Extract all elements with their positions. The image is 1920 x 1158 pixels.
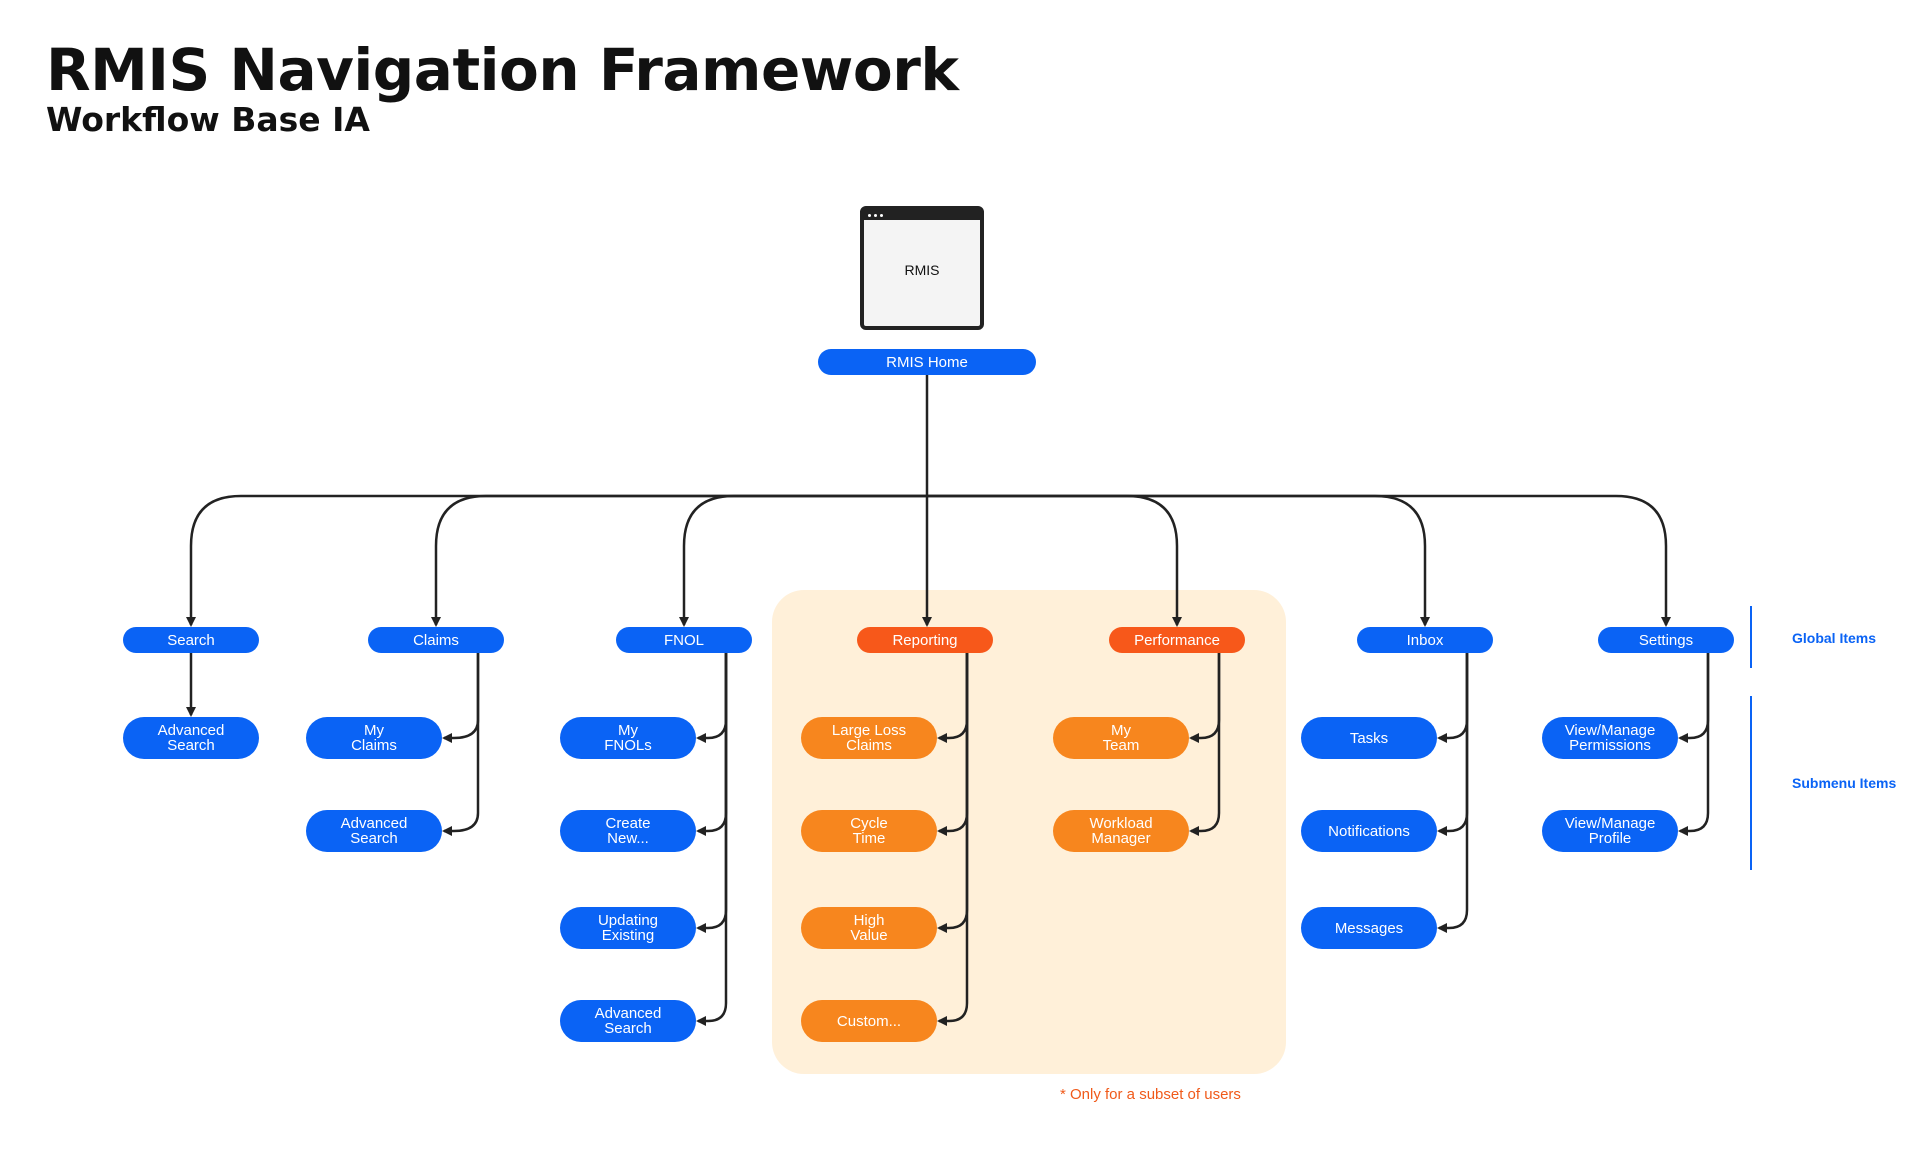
branch-connector-search: [186, 494, 927, 627]
global-item-claims[interactable]: Claims: [368, 627, 504, 653]
sub-connector-inbox-1: [1437, 653, 1469, 836]
submenu-item-fnol-updating-existing-label: Updating Existing: [597, 912, 659, 944]
submenu-item-reporting-large-loss-claims-label: Large Loss Claims: [831, 722, 907, 754]
submenu-item-search-advanced-search[interactable]: Advanced Search: [123, 717, 259, 759]
sub-connector-fnol-2: [696, 653, 728, 933]
submenu-item-reporting-custom-label: Custom...: [836, 1012, 902, 1030]
submenu-item-fnol-my-fnols-label: My FNOLs: [604, 722, 652, 754]
restricted-area-highlight: [772, 590, 1286, 1074]
global-item-performance-label: Performance: [1134, 631, 1220, 649]
submenu-item-reporting-custom[interactable]: Custom...: [801, 1000, 937, 1042]
sub-connector-claims-1: [442, 653, 480, 836]
submenu-item-settings-view-manage-permissions-label: View/Manage Permissions: [1564, 722, 1656, 754]
legend-global-label: Global Items: [1792, 630, 1877, 646]
submenu-item-claims-advanced-search[interactable]: Advanced Search: [306, 810, 442, 852]
sub-connector-fnol-3: [696, 653, 728, 1026]
submenu-item-settings-view-manage-profile-label: View/Manage Profile: [1564, 815, 1656, 847]
submenu-item-inbox-tasks[interactable]: Tasks: [1301, 717, 1437, 759]
submenu-item-reporting-high-value[interactable]: High Value: [801, 907, 937, 949]
sub-connector-fnol-1: [696, 653, 728, 836]
submenu-item-fnol-create-new[interactable]: Create New...: [560, 810, 696, 852]
submenu-item-reporting-cycle-time-label: Cycle Time: [850, 815, 888, 847]
submenu-item-inbox-notifications-label: Notifications: [1328, 822, 1410, 840]
submenu-item-fnol-advanced-search[interactable]: Advanced Search: [560, 1000, 696, 1042]
app-window-label: RMIS: [904, 262, 940, 278]
branch-connector-fnol: [679, 494, 927, 627]
global-item-search[interactable]: Search: [123, 627, 259, 653]
sub-connector-inbox-2: [1437, 653, 1469, 933]
diagram-title: RMIS Navigation Framework: [46, 36, 959, 104]
submenu-item-claims-advanced-search-label: Advanced Search: [340, 815, 408, 847]
diagram-subtitle: Workflow Base IA: [46, 100, 370, 139]
submenu-item-reporting-cycle-time[interactable]: Cycle Time: [801, 810, 937, 852]
submenu-item-search-advanced-search-label: Advanced Search: [157, 722, 225, 754]
branch-connector-settings: [927, 494, 1671, 627]
global-item-reporting-label: Reporting: [892, 631, 958, 649]
submenu-item-settings-view-manage-permissions[interactable]: View/Manage Permissions: [1542, 717, 1678, 759]
global-item-inbox-label: Inbox: [1406, 631, 1444, 649]
submenu-item-reporting-high-value-label: High Value: [850, 912, 888, 944]
submenu-item-performance-my-team-label: My Team: [1102, 722, 1140, 754]
restricted-note: * Only for a subset of users: [1060, 1086, 1241, 1103]
global-item-search-label: Search: [167, 631, 215, 649]
submenu-item-reporting-large-loss-claims[interactable]: Large Loss Claims: [801, 717, 937, 759]
sub-connector-inbox-0: [1437, 653, 1469, 743]
app-window-icon: RMIS: [860, 206, 984, 330]
sub-connector-performance-1: [1189, 653, 1221, 836]
sub-connector-reporting-3: [937, 653, 969, 1026]
submenu-item-claims-my-claims-label: My Claims: [351, 722, 397, 754]
global-item-settings-label: Settings: [1638, 631, 1694, 649]
legend-submenu-bracket: [1750, 696, 1752, 870]
submenu-item-inbox-messages[interactable]: Messages: [1301, 907, 1437, 949]
sub-connector-settings-1: [1678, 653, 1710, 836]
root-node-rmis-home[interactable]: RMIS Home: [818, 349, 1036, 375]
submenu-item-inbox-messages-label: Messages: [1334, 919, 1404, 937]
root-node-rmis-home-label: RMIS Home: [886, 353, 968, 371]
submenu-item-performance-workload-manager-label: Workload Manager: [1089, 815, 1153, 847]
global-item-reporting[interactable]: Reporting: [857, 627, 993, 653]
submenu-item-settings-view-manage-profile[interactable]: View/Manage Profile: [1542, 810, 1678, 852]
global-item-fnol-label: FNOL: [663, 631, 704, 649]
sub-connector-claims-0: [442, 653, 480, 743]
global-item-inbox[interactable]: Inbox: [1357, 627, 1493, 653]
global-item-settings[interactable]: Settings: [1598, 627, 1734, 653]
legend-submenu-label: Submenu Items: [1792, 775, 1897, 791]
submenu-item-inbox-notifications[interactable]: Notifications: [1301, 810, 1437, 852]
submenu-item-performance-workload-manager[interactable]: Workload Manager: [1053, 810, 1189, 852]
global-item-performance[interactable]: Performance: [1109, 627, 1245, 653]
submenu-item-performance-my-team[interactable]: My Team: [1053, 717, 1189, 759]
submenu-item-fnol-my-fnols[interactable]: My FNOLs: [560, 717, 696, 759]
sub-connector-settings-0: [1678, 653, 1710, 743]
submenu-item-claims-my-claims[interactable]: My Claims: [306, 717, 442, 759]
global-item-fnol[interactable]: FNOL: [616, 627, 752, 653]
submenu-item-fnol-updating-existing[interactable]: Updating Existing: [560, 907, 696, 949]
submenu-item-fnol-create-new-label: Create New...: [605, 815, 651, 847]
sub-connector-fnol-0: [696, 653, 728, 743]
submenu-item-fnol-advanced-search-label: Advanced Search: [594, 1005, 662, 1037]
submenu-item-inbox-tasks-label: Tasks: [1349, 729, 1389, 747]
global-item-claims-label: Claims: [413, 631, 459, 649]
branch-connector-claims: [431, 494, 927, 627]
legend-global-bracket: [1750, 606, 1752, 668]
